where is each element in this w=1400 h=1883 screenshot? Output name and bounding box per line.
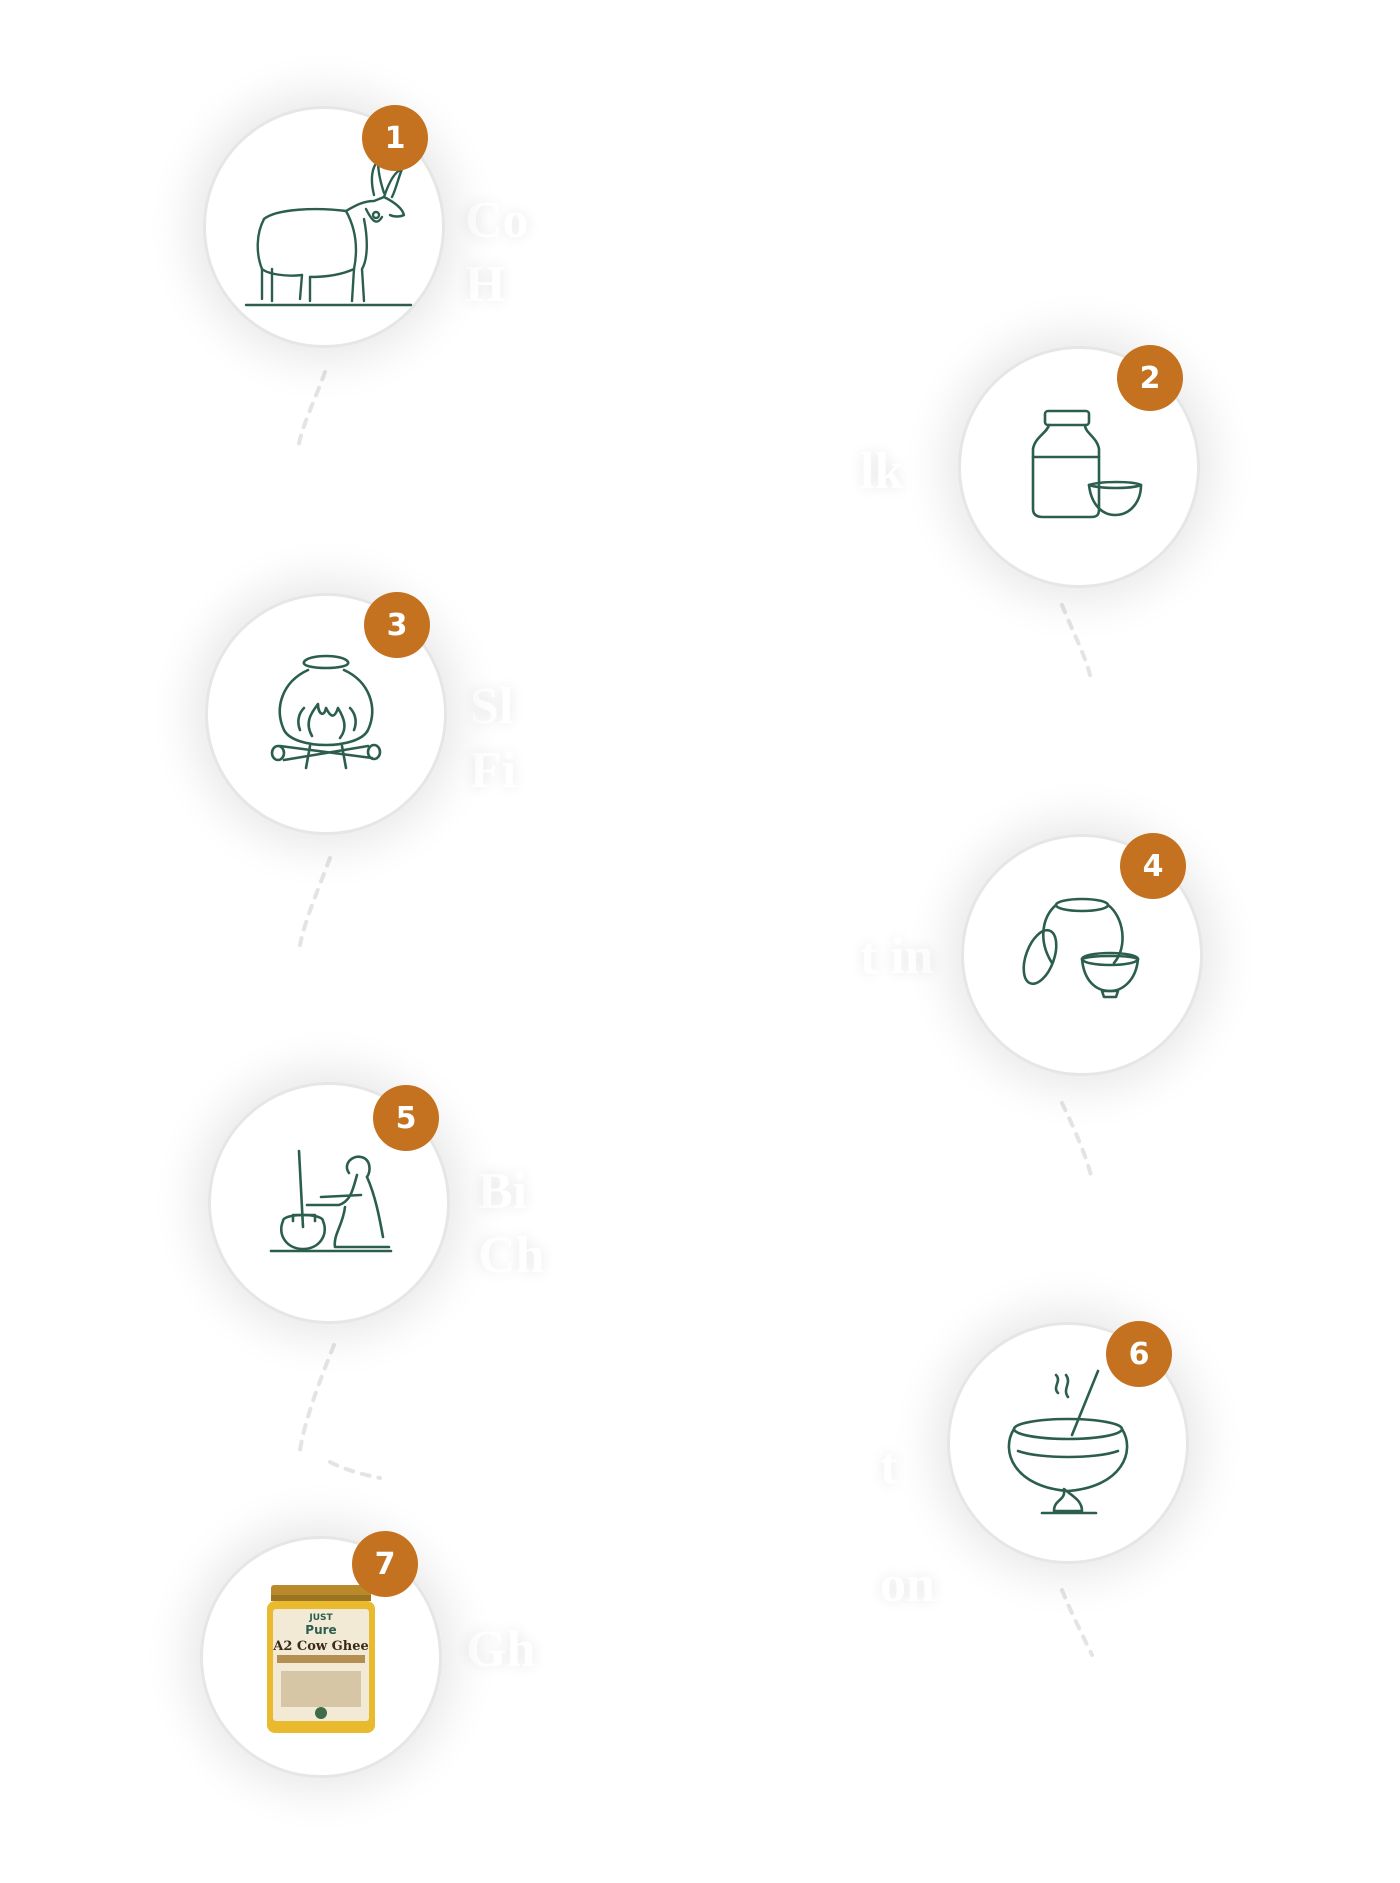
product-brand-bottom: Pure (305, 1623, 337, 1637)
step-2-label-line1: lk (860, 443, 904, 500)
curd-pot-icon (1022, 897, 1140, 999)
step-3-circle: 3 (205, 592, 447, 835)
step-1-badge: 1 (362, 105, 428, 171)
step-3-label-line1: Sl (470, 678, 514, 735)
step-5-label-line2: Ch (478, 1227, 545, 1284)
ghee-jar-icon: JUST Pure A2 Cow Ghee (267, 1585, 375, 1737)
step-7-circle: JUST Pure A2 Cow Ghee 7 (200, 1531, 442, 1778)
step-3-label-line2: Fi (470, 742, 517, 799)
pot-on-fire-icon (270, 654, 382, 770)
step-2-label: lk (860, 440, 903, 504)
step-7-badge: 7 (352, 1531, 418, 1597)
step-5-circle: 5 (208, 1082, 450, 1324)
connector-2-3 (1060, 603, 1092, 677)
connector-6-7a (328, 1460, 382, 1480)
step-6-circle: 6 (947, 1321, 1189, 1564)
milk-bottle-icon (1031, 409, 1143, 519)
step-1-label-line2: H (465, 256, 506, 313)
connector-6-7b (1060, 1588, 1094, 1657)
step-1-label-line1: Co (465, 192, 529, 249)
step-2-circle: 2 (958, 345, 1200, 588)
product-name: A2 Cow Ghee (273, 1639, 369, 1654)
step-4-circle: 4 (961, 833, 1203, 1076)
connector-3-4 (298, 856, 332, 947)
ghee-jar-graphic (267, 1585, 375, 1733)
step-5-label: Bi Ch (478, 1160, 544, 1288)
churning-woman-icon (269, 1149, 393, 1253)
product-brand-top: JUST (309, 1613, 333, 1623)
connector-1-2 (296, 370, 327, 452)
step-7-label-line1: Gh (466, 1621, 536, 1678)
step-3-badge: 3 (364, 592, 430, 658)
step-4-label-line1: t in (860, 928, 934, 985)
step-6-label-line2: on (880, 1556, 935, 1613)
step-5-label-line1: Bi (478, 1163, 528, 1220)
cow-icon (244, 159, 413, 307)
connector-5-6 (298, 1343, 336, 1452)
step-1-label: Co H (465, 189, 529, 317)
step-4-badge: 4 (1120, 833, 1186, 899)
step-5-badge: 5 (373, 1085, 439, 1151)
step-1-circle: 1 (203, 105, 445, 348)
ghee-cooking-icon (1007, 1369, 1129, 1515)
step-6-label: t on (860, 1408, 935, 1644)
step-6-label-line1: t (880, 1438, 898, 1495)
step-7-label: Gh (466, 1618, 535, 1682)
step-4-label: t in (860, 925, 934, 989)
step-3-label: Sl Fi (470, 675, 516, 803)
step-2-badge: 2 (1117, 345, 1183, 411)
connector-4-5 (1060, 1101, 1094, 1182)
step-6-badge: 6 (1106, 1321, 1172, 1387)
